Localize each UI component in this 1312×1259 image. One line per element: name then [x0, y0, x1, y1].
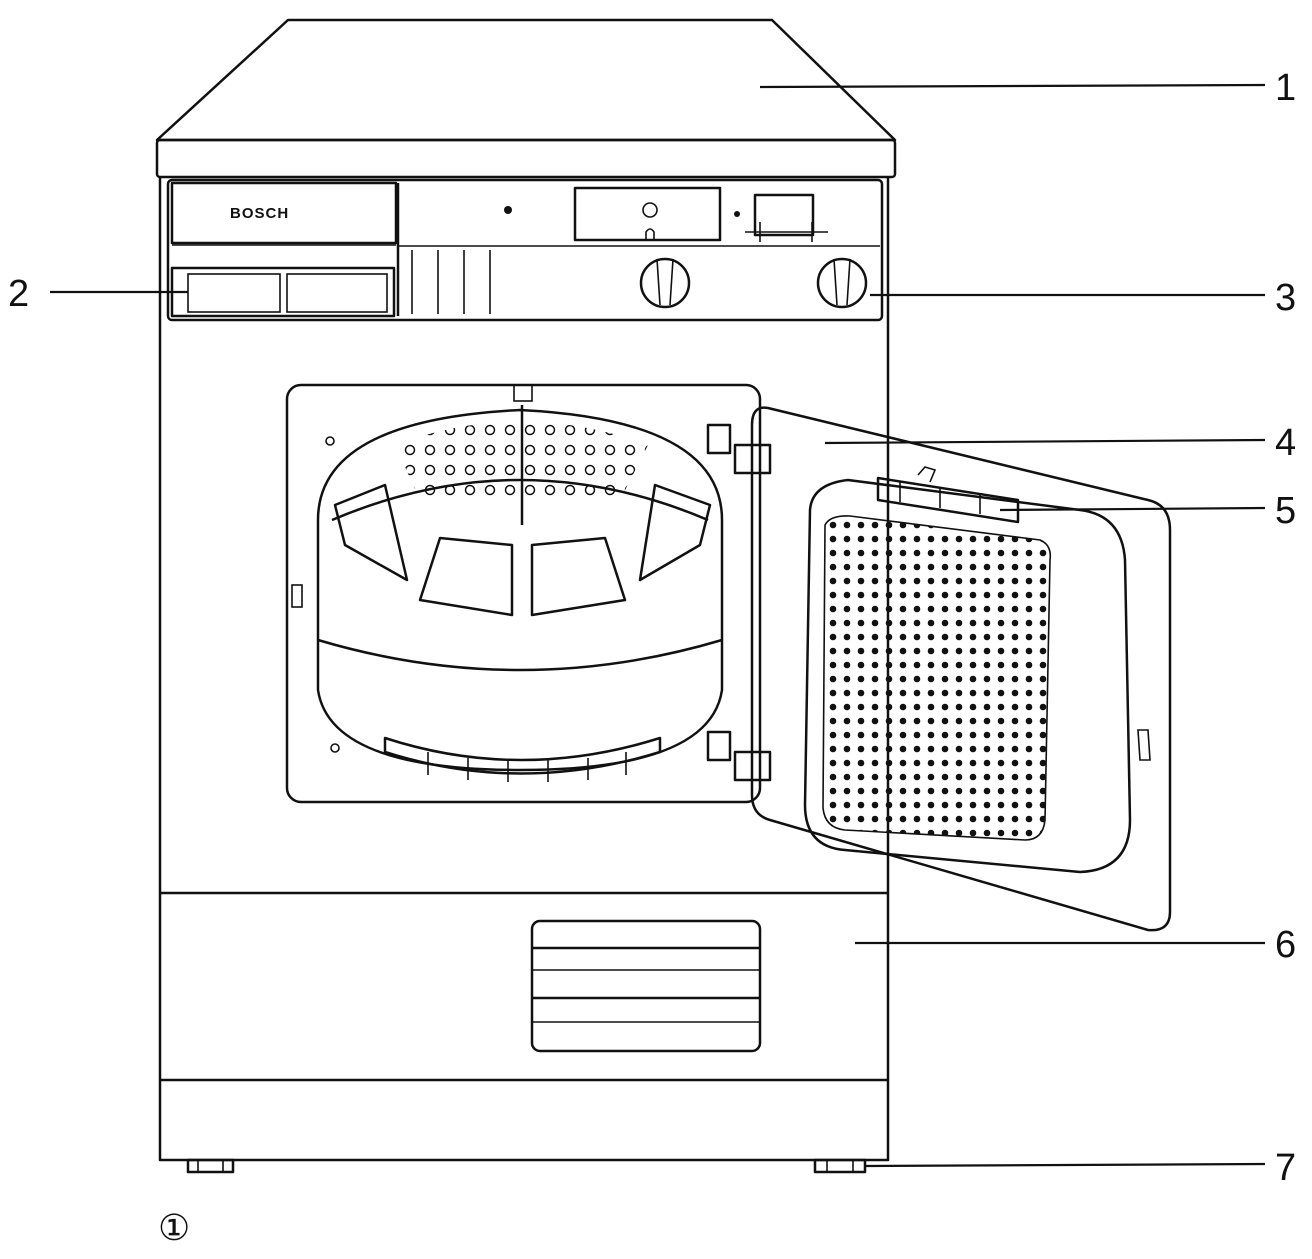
figure-number: ① [158, 1208, 190, 1249]
leader-lines [50, 83, 1266, 1168]
control-panel: BOSCH [166, 178, 884, 322]
indicator-dot [734, 211, 740, 217]
cabinet-body [158, 177, 890, 1162]
callout-labels: 1 2 3 4 5 6 7 [8, 67, 1296, 1189]
start-switch[interactable] [745, 193, 828, 242]
adjustable-feet [186, 1158, 867, 1174]
callout-4: 4 [1275, 422, 1296, 464]
drum [316, 405, 724, 782]
callout-7: 7 [1275, 1147, 1296, 1189]
callout-6: 6 [1275, 924, 1296, 966]
callout-2: 2 [8, 273, 29, 315]
air-vent [530, 919, 762, 1053]
plinth [160, 891, 888, 1082]
brand-logo: BOSCH [230, 205, 289, 222]
indicator-light [504, 206, 512, 214]
top-cover [155, 18, 897, 179]
program-knob-right[interactable] [816, 257, 868, 309]
callout-1: 1 [1275, 67, 1296, 109]
door-opening [285, 383, 762, 804]
display-window [573, 186, 722, 242]
open-door[interactable] [750, 406, 1172, 932]
water-container-drawer[interactable] [170, 244, 396, 318]
lint-filter[interactable] [876, 466, 1020, 524]
callout-5: 5 [1275, 490, 1296, 532]
callout-3: 3 [1275, 277, 1296, 319]
program-keys[interactable] [411, 250, 491, 314]
program-knob-left[interactable] [639, 257, 691, 309]
